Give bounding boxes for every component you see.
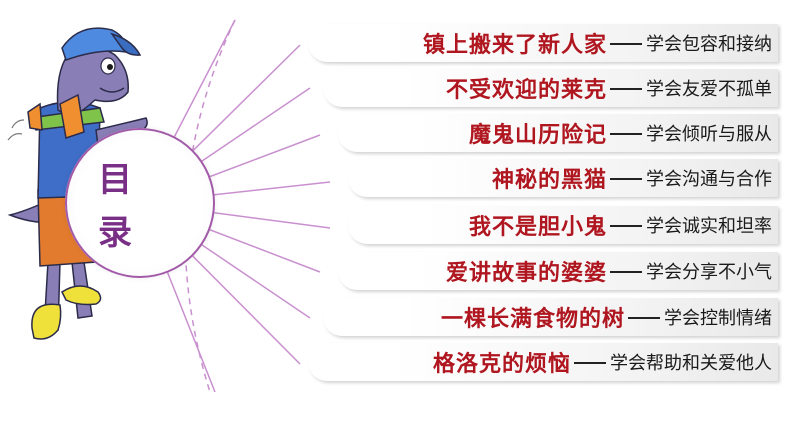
heading-char-mu: 目	[98, 160, 132, 200]
toc-entry-subtitle: 学会包容和接纳	[646, 34, 772, 55]
toc-entry[interactable]: 我不是胆小鬼 学会诚实和坦率	[348, 206, 778, 244]
toc-entry-title: 魔鬼山历险记	[468, 123, 607, 148]
toc-entry-subtitle: 学会帮助和关爱他人	[610, 353, 772, 374]
em-dash-separator	[574, 362, 606, 364]
toc-entry[interactable]: 格洛克的烦恼 学会帮助和关爱他人	[308, 343, 778, 381]
em-dash-separator	[610, 43, 642, 45]
toc-entry[interactable]: 神秘的黑猫 学会沟通与合作	[348, 159, 778, 197]
toc-entry-title: 神秘的黑猫	[491, 168, 607, 193]
toc-entry-subtitle: 学会倾听与服从	[646, 124, 772, 145]
em-dash-separator	[610, 225, 642, 227]
toc-entry-title: 爱讲故事的婆婆	[445, 261, 607, 286]
em-dash-separator	[610, 133, 642, 135]
toc-entry[interactable]: 魔鬼山历险记 学会倾听与服从	[338, 114, 778, 152]
toc-entry-subtitle: 学会控制情绪	[664, 308, 772, 329]
toc-entry-title: 格洛克的烦恼	[432, 352, 571, 377]
heading-char-lu: 录	[98, 213, 132, 253]
em-dash-separator	[628, 317, 660, 319]
toc-entry-title: 一棵长满食物的树	[440, 307, 625, 332]
toc-entry-title: 不受欢迎的莱克	[445, 78, 607, 103]
toc-entry-subtitle: 学会诚实和坦率	[646, 216, 772, 237]
contents-badge-circle	[65, 128, 215, 278]
toc-entry-title: 镇上搬来了新人家	[422, 33, 607, 58]
toc-entry[interactable]: 镇上搬来了新人家 学会包容和接纳	[308, 24, 778, 62]
em-dash-separator	[610, 271, 642, 273]
toc-entry-subtitle: 学会友爱不孤单	[646, 79, 772, 100]
toc-entry-subtitle: 学会沟通与合作	[646, 169, 772, 190]
em-dash-separator	[610, 178, 642, 180]
toc-entry[interactable]: 不受欢迎的莱克 学会友爱不孤单	[323, 69, 778, 107]
toc-entry-subtitle: 学会分享不小气	[646, 262, 772, 283]
em-dash-separator	[610, 88, 642, 90]
dinosaur-mascot-illustration	[7, 27, 148, 340]
toc-entry[interactable]: 爱讲故事的婆婆 学会分享不小气	[338, 252, 778, 290]
toc-entry-title: 我不是胆小鬼	[468, 215, 607, 240]
toc-entry[interactable]: 一棵长满食物的树 学会控制情绪	[323, 298, 778, 336]
